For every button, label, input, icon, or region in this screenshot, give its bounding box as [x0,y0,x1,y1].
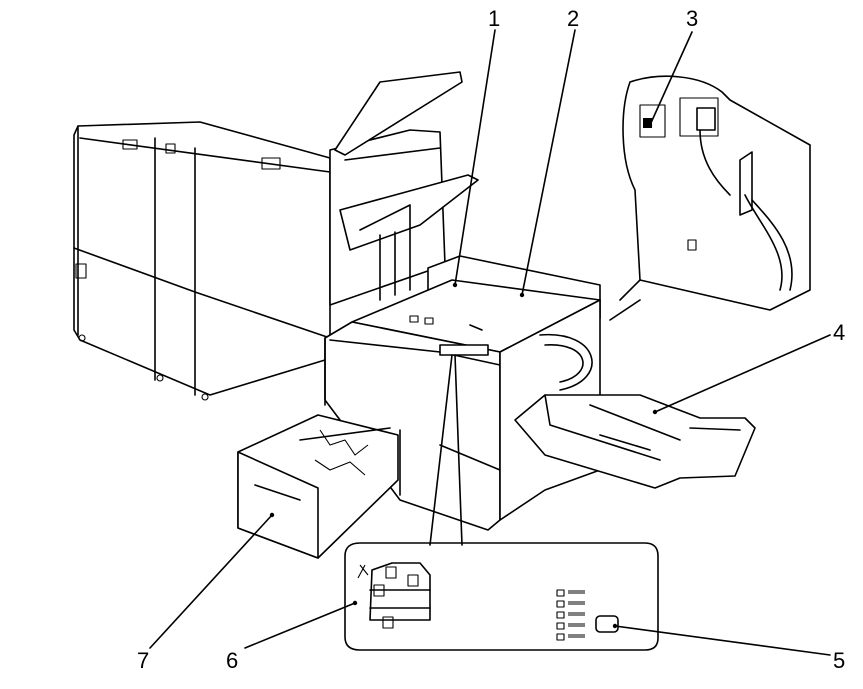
leader-4 [654,334,831,413]
panel-slot [122,139,138,150]
paper-output-tray [514,333,756,489]
waste-drawer [237,414,399,559]
mode-button [407,574,419,587]
panel-slot [75,263,87,279]
output-stacker [329,71,479,306]
callout-4: 4 [833,320,845,345]
leader-3 [649,31,693,126]
callout-7: 7 [137,648,149,673]
mode-button [382,616,394,629]
control-panel-zoom [344,354,659,651]
power-cable-inset [609,75,811,321]
leader-2 [521,29,576,296]
control-panel [439,344,489,356]
mode-button [373,584,385,597]
leader-1 [454,29,496,286]
start-button [595,615,619,633]
leader-6 [244,602,356,649]
port-icon [643,118,652,128]
printer-body [73,121,331,401]
socket [639,104,666,138]
panel-slot [165,143,176,154]
callout-1: 1 [488,6,500,31]
callout-6: 6 [226,648,238,673]
callout-3: 3 [686,6,698,31]
panel-slot [261,157,281,170]
callout-5: 5 [833,648,845,673]
callout-2: 2 [567,6,579,31]
mode-button [385,566,397,579]
indicator-lamps [556,589,585,641]
leader-7 [149,514,273,649]
leader-5 [614,625,831,656]
leader-lines [149,29,831,656]
